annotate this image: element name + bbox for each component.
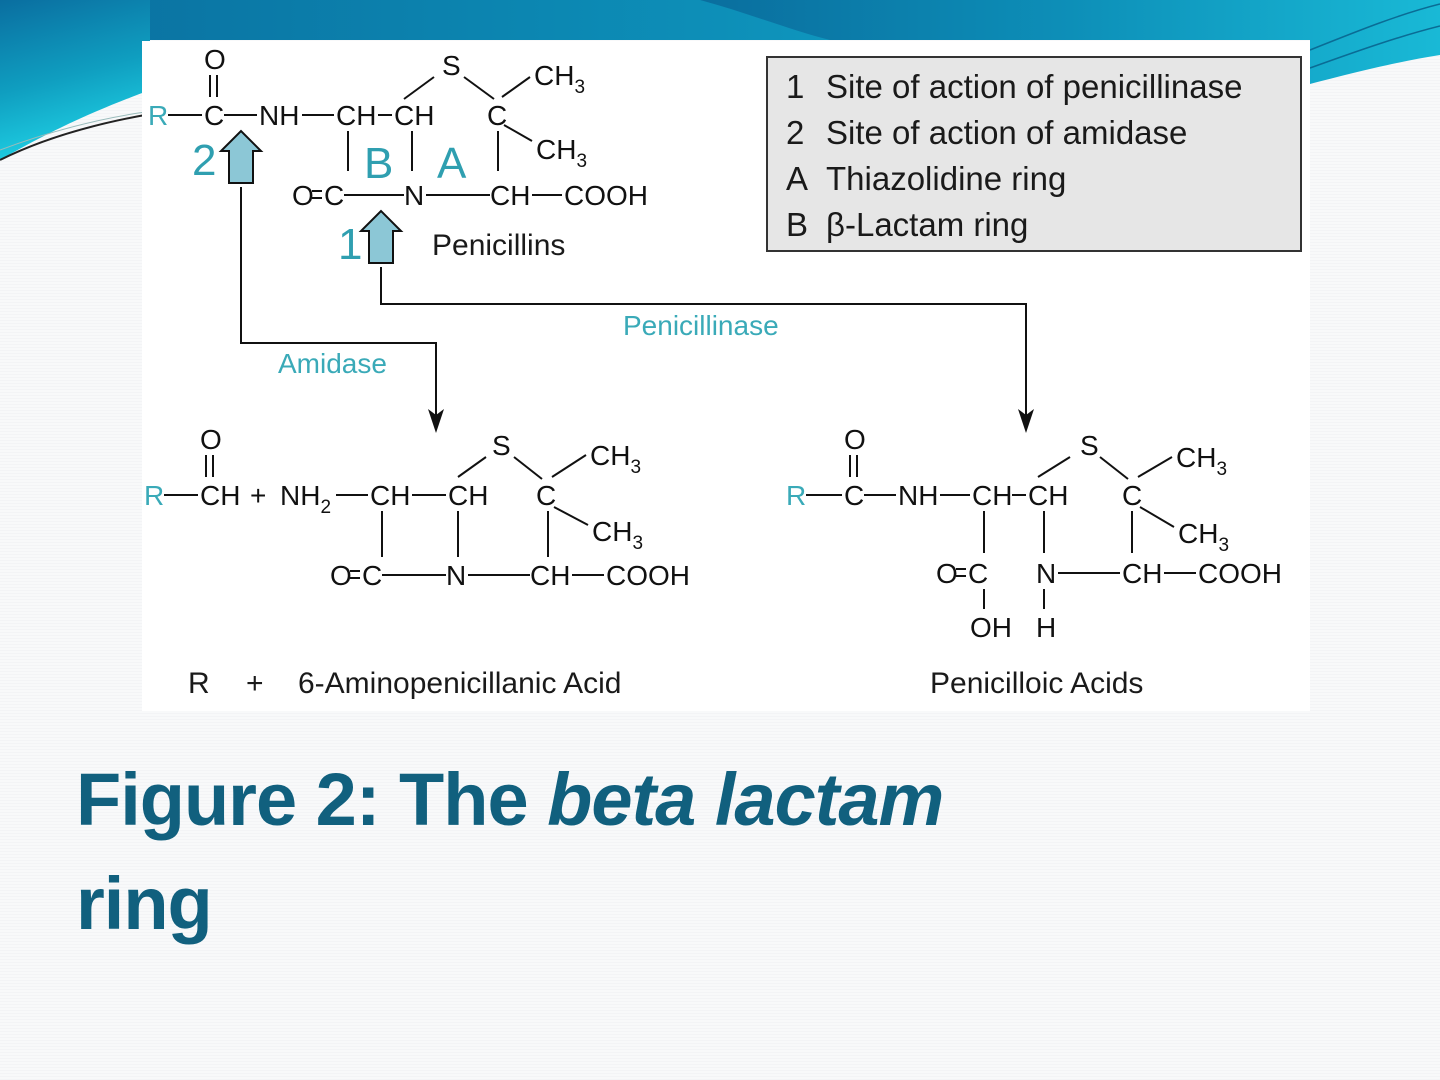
plus-sign: + <box>246 667 264 700</box>
atom-ch3: CH3 <box>1176 442 1227 480</box>
penicillin-diagram-figure: O R C NH CH CH S C CH3 CH3 B A <box>142 41 1310 711</box>
atom-n: N <box>446 560 466 591</box>
atom-ch: CH <box>448 480 488 511</box>
atom-ch: CH <box>530 560 570 591</box>
atom-ch: CH <box>490 180 530 211</box>
r-group-label: R <box>188 667 210 700</box>
ring-b-label: B <box>364 139 393 188</box>
atom-cooh: COOH <box>606 560 690 591</box>
arrow-down-icon <box>1018 409 1034 433</box>
aminopenicillanic-acid-label: 6-Aminopenicillanic Acid <box>298 667 622 700</box>
legend-item: 1 Site of action of penicillinase <box>786 68 1300 114</box>
legend-box: 1 Site of action of penicillinase 2 Site… <box>766 56 1302 252</box>
atom-c: C <box>362 560 382 591</box>
atom-n: N <box>404 180 424 211</box>
atom-ch: CH <box>370 480 410 511</box>
atom-ch3: CH3 <box>1178 518 1229 556</box>
atom-c: C <box>968 558 988 589</box>
legend-text: Thiazolidine ring <box>826 160 1067 197</box>
legend-item: 2 Site of action of amidase <box>786 114 1300 160</box>
penicillinase-label: Penicillinase <box>623 310 779 341</box>
atom-ch: CH <box>336 100 376 131</box>
atom-ch3: CH3 <box>592 516 643 554</box>
atom-ch: CH <box>972 480 1012 511</box>
atom-cooh: COOH <box>564 180 648 211</box>
ring-a-label: A <box>437 139 467 188</box>
atom-ch3: CH3 <box>590 440 641 478</box>
penicillinase-path <box>380 267 1027 421</box>
atom-o: O <box>200 424 222 455</box>
atom-o: O <box>330 560 352 591</box>
legend-key: B <box>786 206 809 243</box>
penicillins-label: Penicillins <box>432 229 565 262</box>
atom-o: O <box>204 44 226 75</box>
penicilloic-acids-label: Penicilloic Acids <box>930 667 1143 700</box>
site-2-label: 2 <box>192 136 216 185</box>
amidase-path <box>240 187 437 421</box>
atom-c: C <box>844 480 864 511</box>
atom-h: H <box>1036 612 1056 643</box>
reaction-scheme: O R C NH CH CH S C CH3 CH3 B A <box>144 44 1282 700</box>
atom-s: S <box>442 50 461 81</box>
atom-nh2: NH2 <box>280 480 331 518</box>
legend-item: A Thiazolidine ring <box>786 160 1300 206</box>
atom-s: S <box>1080 430 1099 461</box>
title-part: ring <box>76 862 213 945</box>
title-part: Figure 2: The <box>76 758 548 841</box>
legend-text: β-Lactam ring <box>826 206 1029 243</box>
atom-n: N <box>1036 558 1056 589</box>
atom-cooh: COOH <box>1198 558 1282 589</box>
atom-c-quaternary: C <box>536 480 556 511</box>
atom-r: R <box>786 480 806 511</box>
legend-key: A <box>786 160 809 197</box>
title-italic-part: beta lactam <box>547 758 944 841</box>
atom-o: O <box>292 180 314 211</box>
atom-nh: NH <box>259 100 299 131</box>
penicilloic-acid-structure: O R C NH CH CH S C CH3 CH3 O <box>786 424 1282 700</box>
amidase-label: Amidase <box>278 348 387 379</box>
site-1-label: 1 <box>338 220 362 269</box>
atom-r: R <box>144 480 164 511</box>
header-banner-wave <box>0 0 1440 161</box>
site-2-arrow-icon <box>218 129 264 184</box>
aminopenicillanic-acid-structure: O R CH + NH2 CH CH S C CH3 CH3 O <box>144 424 690 700</box>
atom-ch: CH <box>200 480 240 511</box>
atom-ch: CH <box>1122 558 1162 589</box>
reaction-arrows: Amidase Penicillinase <box>240 187 1034 433</box>
legend-text: Site of action of penicillinase <box>826 68 1243 105</box>
slide-title: Figure 2: The beta lactam ring <box>76 748 1176 956</box>
atom-c-quaternary: C <box>487 100 507 131</box>
atom-oh: OH <box>970 612 1012 643</box>
atom-o: O <box>936 558 958 589</box>
atom-ch3: CH3 <box>536 134 587 172</box>
legend-item: B β-Lactam ring <box>786 206 1300 252</box>
atom-r: R <box>148 100 168 131</box>
atom-o: O <box>844 424 866 455</box>
legend-text: Site of action of amidase <box>826 114 1188 151</box>
penicillin-structure: O R C NH CH CH S C CH3 CH3 B A <box>148 44 648 269</box>
atom-c: C <box>324 180 344 211</box>
plus-sign: + <box>250 480 266 511</box>
atom-ch: CH <box>1028 480 1068 511</box>
atom-ch3: CH3 <box>534 60 585 98</box>
atom-nh: NH <box>898 480 938 511</box>
arrow-down-icon <box>428 409 444 433</box>
atom-c: C <box>204 100 224 131</box>
atom-s: S <box>492 430 511 461</box>
atom-ch: CH <box>394 100 434 131</box>
atom-c-quaternary: C <box>1122 480 1142 511</box>
legend-key: 2 <box>786 114 805 151</box>
site-1-arrow-icon <box>358 209 404 264</box>
legend-key: 1 <box>786 68 805 105</box>
